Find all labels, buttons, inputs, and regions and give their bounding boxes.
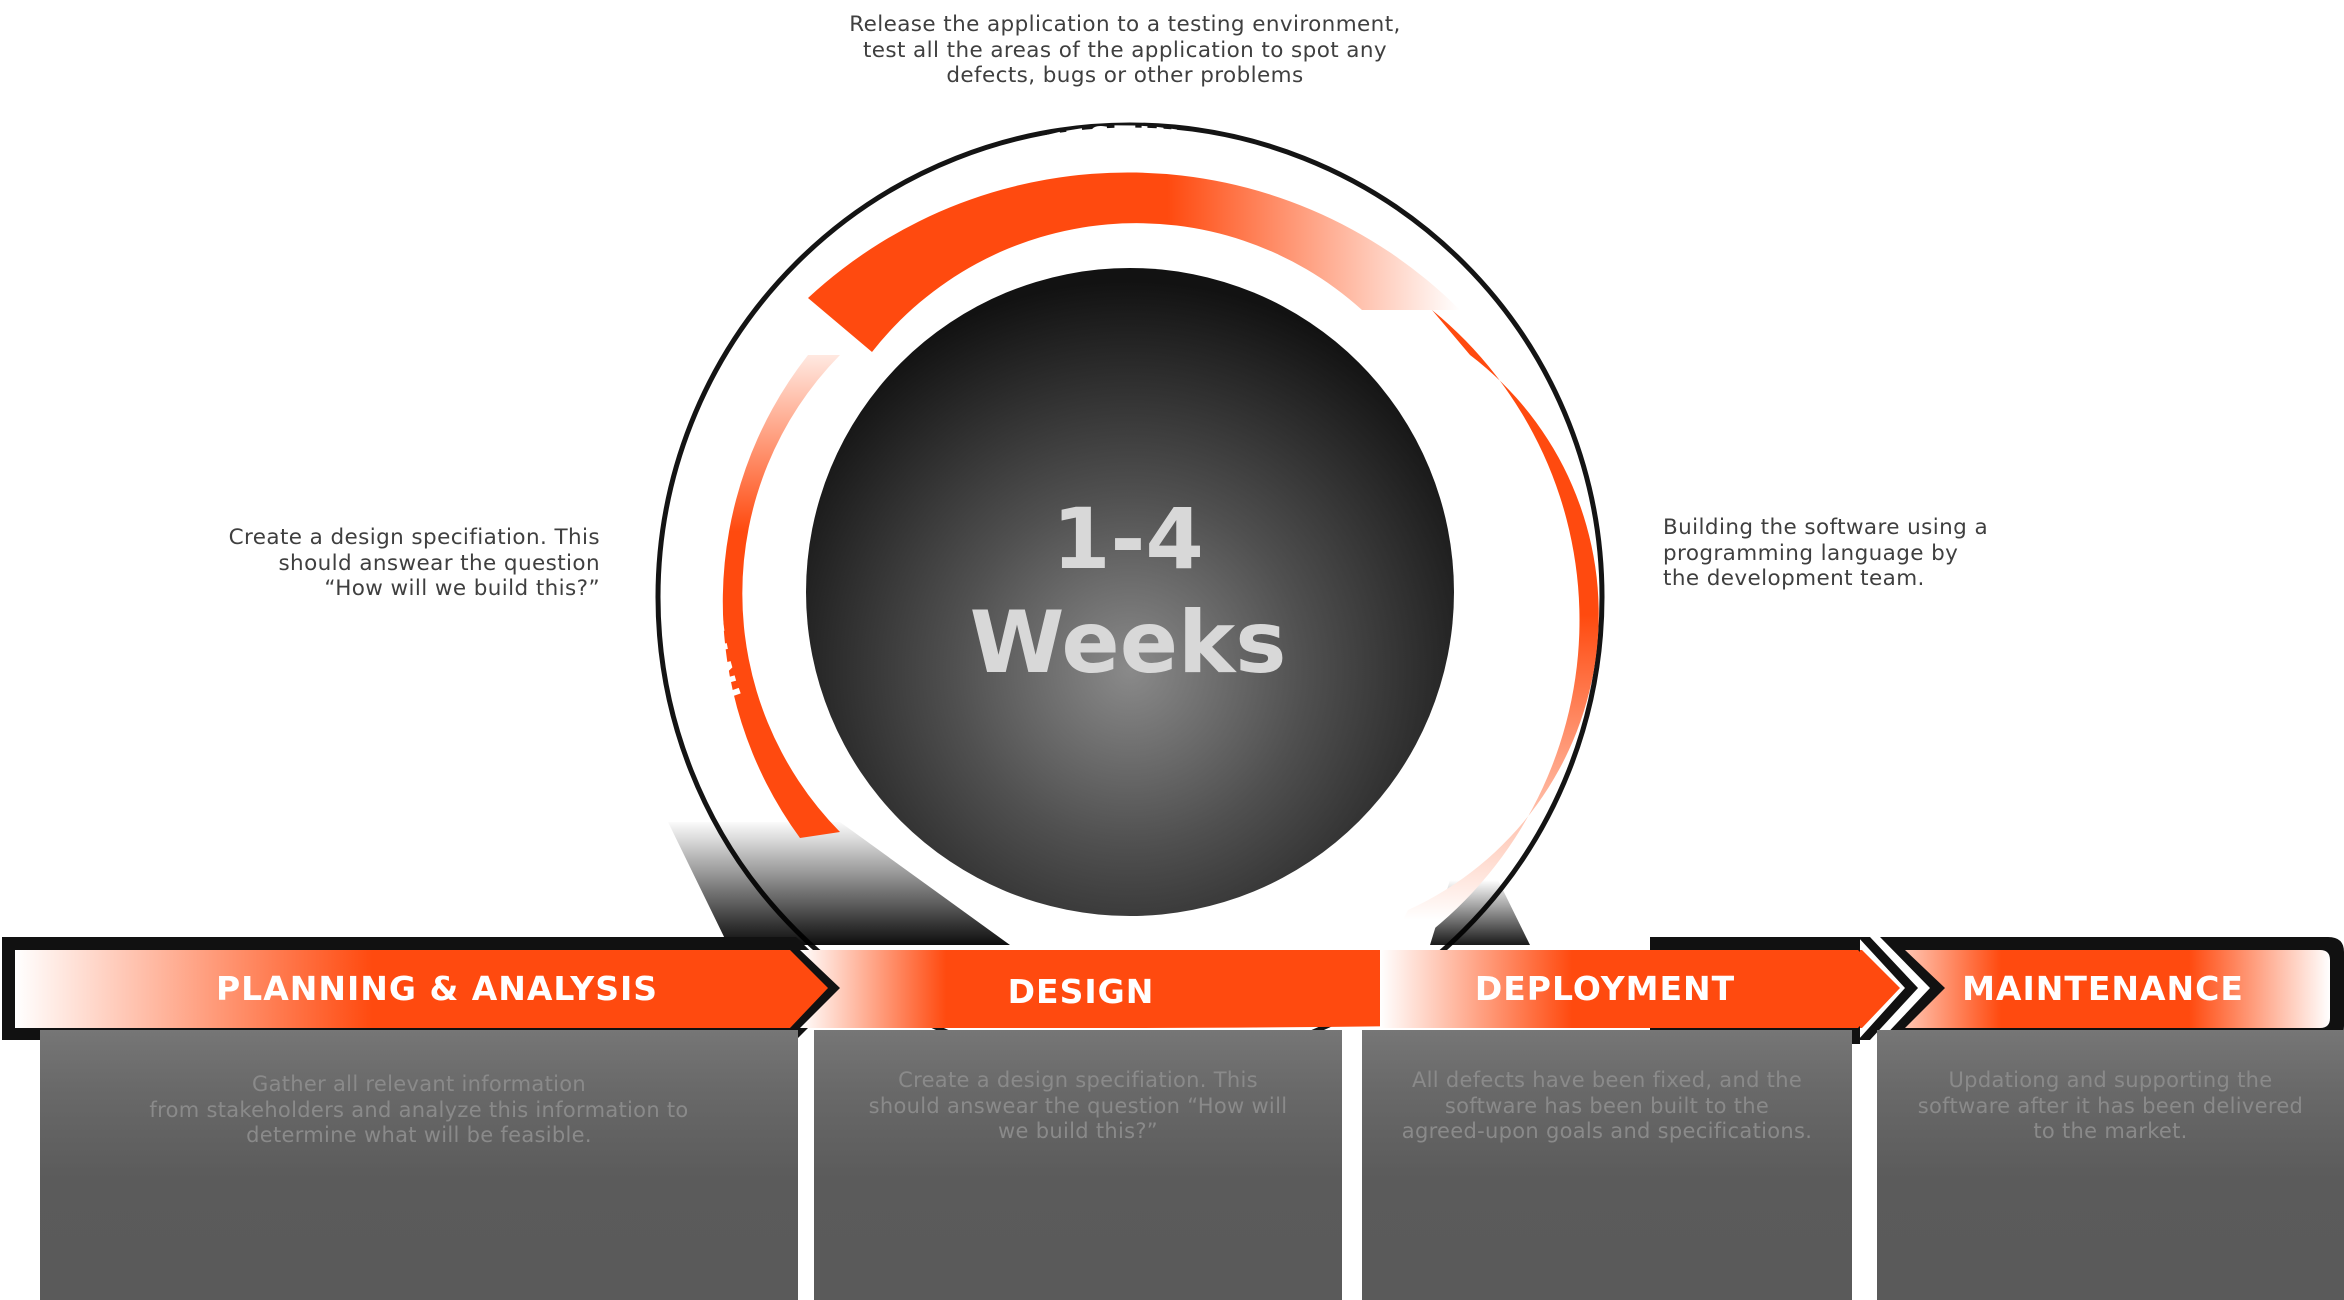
callout-integration: Create a design specifiation. This shoul… <box>229 525 600 602</box>
callout-line: Building the software using a <box>1663 515 1989 540</box>
arc-implementation <box>1390 310 1599 945</box>
description-line: agreed-upon goals and specifications. <box>1401 1119 1813 1143</box>
duration-number: 1-4 <box>1052 490 1204 588</box>
stage-box-planning: Gather all relevant information from sta… <box>40 1030 798 1300</box>
band-design[interactable] <box>800 950 1410 1028</box>
description-line: to the market. <box>2033 1119 2188 1143</box>
stage-label-deployment: DEPLOYMENT <box>1475 969 1735 1008</box>
center-sphere <box>806 268 1454 916</box>
deploy-arrow-fill <box>1650 950 1896 1028</box>
description-line: from stakeholders and analyze this infor… <box>149 1097 689 1122</box>
callout-line: programming language by <box>1663 540 1959 566</box>
stage-description: Updationg and supporting the software af… <box>1877 1068 2344 1145</box>
callout-line: Release the application to a testing env… <box>849 12 1401 37</box>
left-shadow <box>668 822 1010 945</box>
band-maintenance[interactable] <box>1905 950 2330 1028</box>
callout-testing: Release the application to a testing env… <box>0 12 2250 89</box>
callout-line: should answear the question <box>278 550 600 576</box>
description-line: Create a design specifiation. This <box>898 1068 1258 1092</box>
stage-label-planning: PLANNING & ANALYSIS <box>216 969 658 1008</box>
stage-box-design: Create a design specifiation. This shoul… <box>814 1030 1342 1300</box>
arc-testing <box>808 172 1460 352</box>
callout-line: the development team. <box>1663 566 1925 591</box>
stage-description: Create a design specifiation. This shoul… <box>814 1068 1342 1145</box>
description-line: we build this?” <box>998 1119 1158 1143</box>
arc-integraion <box>722 355 840 838</box>
callout-line: “How will we build this?” <box>324 576 600 601</box>
stage-label-design: DESIGN <box>1008 972 1155 1011</box>
description-line: determine what will be feasible. <box>246 1123 592 1147</box>
band-planning[interactable] <box>15 950 828 1028</box>
description-line: software has been built to the <box>1444 1093 1770 1118</box>
callout-line: test all the areas of the application to… <box>862 37 1388 63</box>
description-line: software after it has been delivered <box>1917 1093 2304 1118</box>
description-line: All defects have been fixed, and the <box>1411 1068 1803 1092</box>
stage-box-deployment: All defects have been fixed, and the sof… <box>1362 1030 1852 1300</box>
description-line: Gather all relevant information <box>252 1072 586 1096</box>
stage-box-maintenance: Updationg and supporting the software af… <box>1877 1030 2344 1300</box>
stage-label-maintenance: MAINTENANCE <box>1962 969 2244 1008</box>
deploy-arrow-tip <box>1858 937 1918 1040</box>
stage-description: Gather all relevant information from sta… <box>40 1072 798 1149</box>
duration-unit: Weeks <box>970 593 1287 693</box>
description-line: should answear the question “How will <box>868 1093 1288 1118</box>
description-line: Updationg and supporting the <box>1948 1068 2273 1092</box>
callout-implementation: Building the software using a programmin… <box>1663 515 1988 592</box>
callout-line: defects, bugs or other problems <box>946 63 1304 88</box>
callout-line: Create a design specifiation. This <box>228 525 600 550</box>
stage-description: All defects have been fixed, and the sof… <box>1362 1068 1852 1145</box>
